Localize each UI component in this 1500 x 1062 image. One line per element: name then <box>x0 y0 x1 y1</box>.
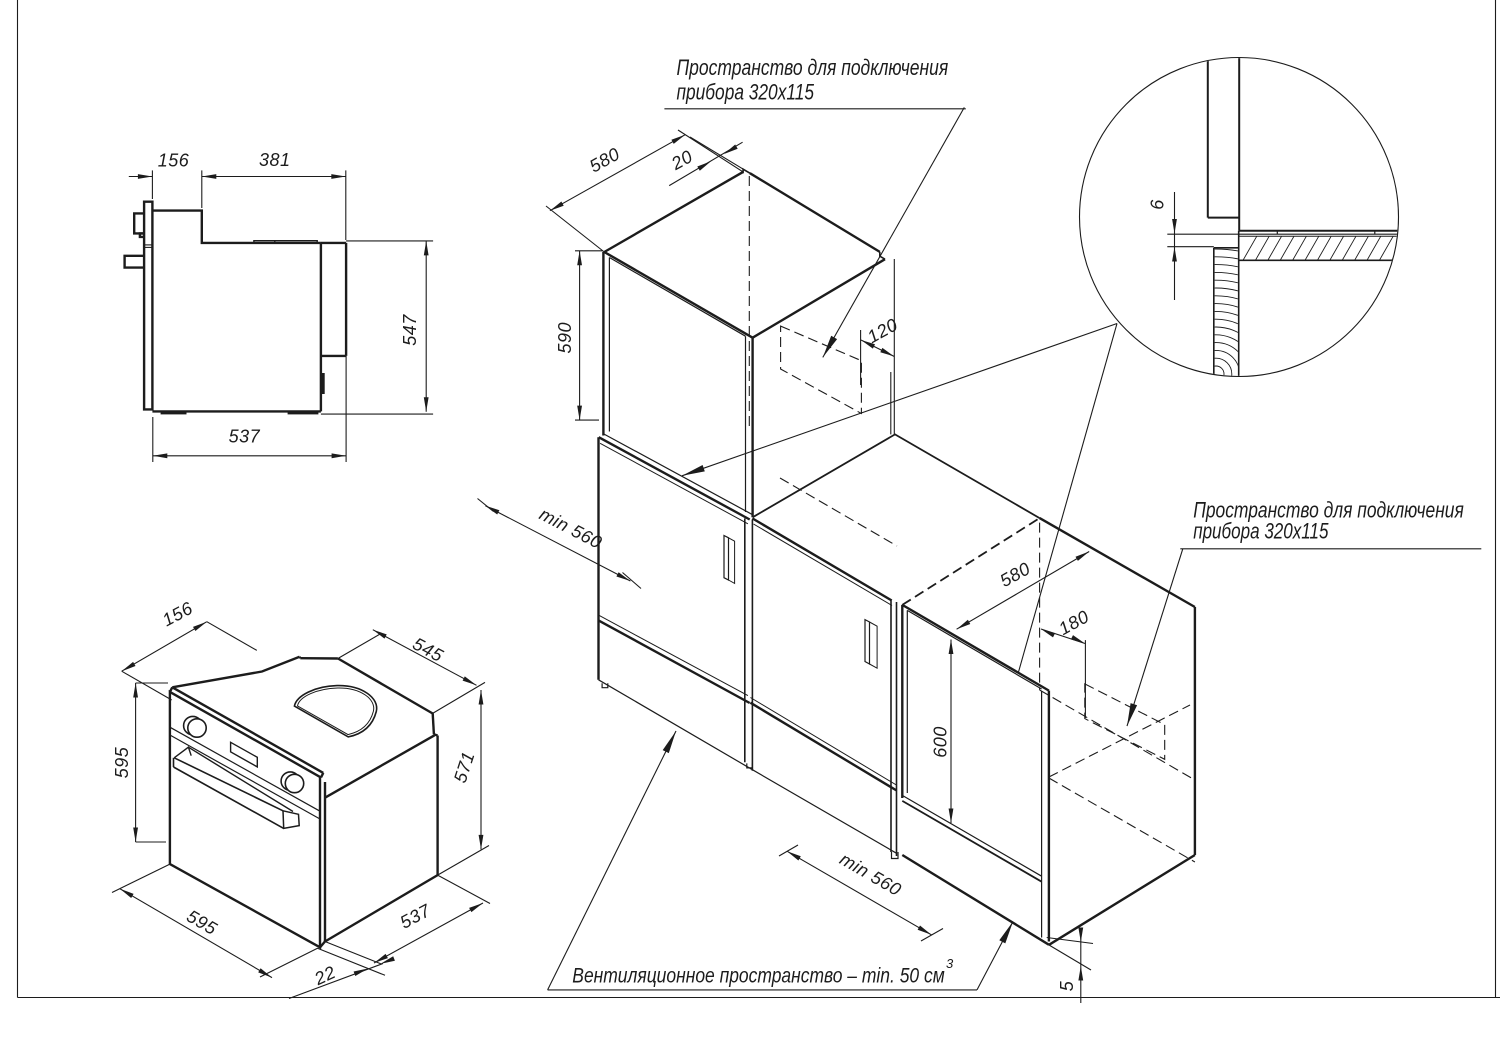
svg-text:595: 595 <box>112 746 132 778</box>
svg-text:600: 600 <box>931 726 951 758</box>
svg-text:590: 590 <box>555 322 575 354</box>
svg-text:прибора 320х115: прибора 320х115 <box>1193 519 1329 544</box>
svg-text:6: 6 <box>1148 199 1168 210</box>
svg-text:прибора 320х115: прибора 320х115 <box>677 80 815 105</box>
svg-text:537: 537 <box>229 427 261 447</box>
svg-text:547: 547 <box>400 314 420 346</box>
svg-text:3: 3 <box>946 956 954 971</box>
svg-text:Пространство для подключения: Пространство для подключения <box>677 55 949 80</box>
svg-text:381: 381 <box>259 150 291 170</box>
svg-text:5: 5 <box>1057 980 1077 991</box>
svg-text:156: 156 <box>158 151 190 171</box>
svg-text:Вентиляционное пространство –: Вентиляционное пространство – min. 50 см <box>572 964 944 987</box>
svg-text:Пространство для подключения: Пространство для подключения <box>1193 498 1464 523</box>
